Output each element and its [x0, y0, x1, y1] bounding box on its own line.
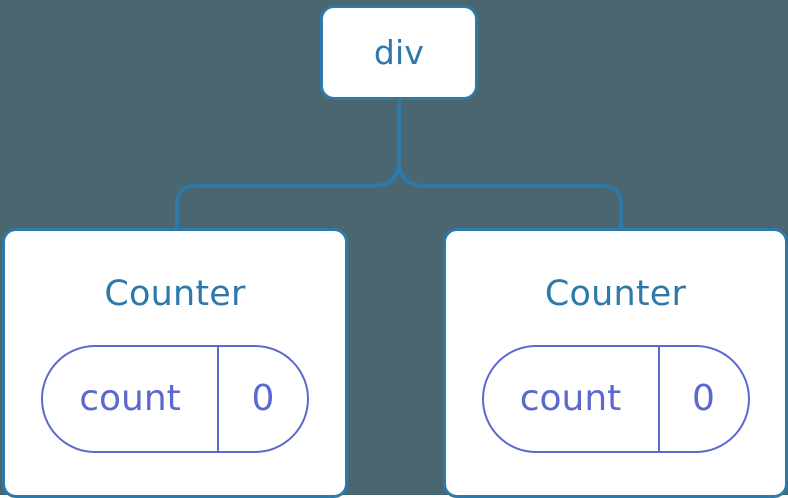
state-pill-right-value: 0 [657, 347, 748, 451]
state-pill-left-key: count [79, 378, 181, 419]
node-div[interactable]: div [320, 5, 478, 100]
node-div-label: div [373, 33, 425, 72]
state-pill-right: count 0 [481, 345, 750, 453]
node-counter-right-label: Counter [544, 274, 687, 314]
state-pill-left: count 0 [41, 345, 309, 453]
node-counter-right[interactable]: Counter count 0 [443, 228, 788, 498]
connector-branch-right [397, 159, 623, 230]
node-counter-left-label: Counter [104, 274, 246, 314]
connector-branch-left [175, 159, 401, 230]
state-pill-left-value: 0 [217, 347, 307, 451]
state-pill-right-key: count [519, 378, 622, 419]
node-counter-left[interactable]: Counter count 0 [2, 228, 348, 498]
